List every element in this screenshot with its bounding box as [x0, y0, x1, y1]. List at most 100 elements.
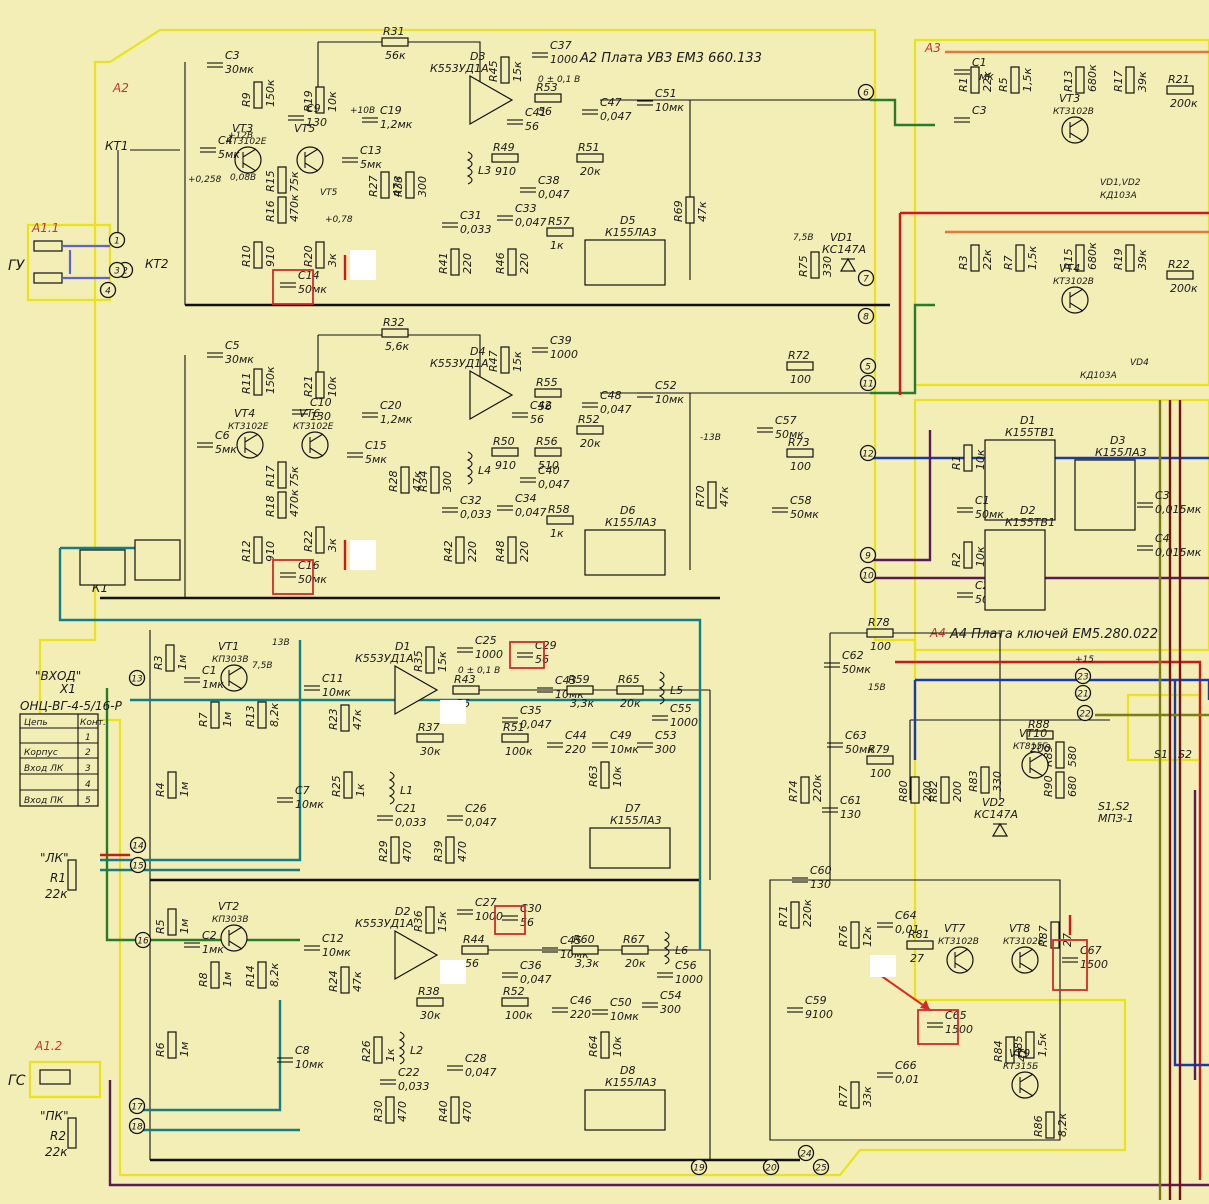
label-r36: R36	[412, 910, 425, 932]
label-r20: R20	[302, 245, 315, 267]
label-r52: R52	[578, 413, 600, 426]
label-r41: R41	[437, 252, 450, 274]
label-c58v: 50мк	[790, 508, 819, 521]
svg-text:1: 1	[85, 733, 91, 743]
label-vt5: VТ5	[294, 122, 315, 135]
label-a4_r1v: 10к	[974, 449, 987, 470]
board-a2-ref: A2	[112, 81, 129, 95]
label-c40v: 0,047	[538, 478, 570, 491]
label-c3: С3	[225, 49, 240, 62]
label-r58: R58	[548, 503, 570, 516]
label-c59v: 9100	[805, 1008, 833, 1021]
label-c19: С19	[380, 104, 402, 117]
label-a4_c1: С1	[975, 494, 990, 507]
wire-kt1	[117, 149, 180, 240]
label-c53v: 300	[655, 743, 676, 756]
label-c42: С42	[530, 399, 552, 412]
label-c64: С64	[895, 909, 917, 922]
a11-blue-leads	[62, 244, 110, 280]
label-c49: С49	[610, 729, 632, 742]
label-r72: R72	[788, 349, 810, 362]
label-r12: R12	[240, 540, 253, 562]
label-r41v: 220	[461, 253, 474, 274]
label-r40v: 470	[461, 1101, 474, 1122]
label-c44v: 220	[565, 743, 586, 756]
label-a3_r15: R15	[1062, 248, 1075, 270]
label-r13v: 8,2к	[268, 703, 281, 727]
svg-text:2: 2	[85, 748, 91, 758]
label-c31: С31	[460, 209, 482, 222]
label-c49v: 10мк	[610, 743, 639, 756]
label-r24v: 47к	[351, 971, 364, 992]
label-d5: D5	[620, 214, 635, 227]
label-c11v: 10мк	[322, 686, 351, 699]
label-c25: С25	[475, 634, 497, 647]
label-r79: R79	[868, 743, 890, 756]
node-21: 21	[1074, 684, 1092, 702]
label-r29: R29	[377, 840, 390, 862]
label-r28: R28	[387, 470, 400, 492]
label-v025: +0,258	[188, 175, 222, 185]
label-a3_r21v: 200к	[1170, 97, 1198, 110]
label-r33: R33	[392, 175, 405, 197]
label-c26v: 0,047	[465, 816, 497, 829]
svg-text:Вход ЛК: Вход ЛК	[24, 764, 64, 774]
label-vt8: VТ8	[1009, 922, 1030, 935]
label-c41v: 56	[525, 120, 539, 133]
label-r36v: 15к	[436, 911, 449, 932]
label-r21v: 10к	[326, 376, 339, 397]
a12-jack	[39, 1069, 71, 1085]
label-c3: С3	[972, 104, 987, 117]
label-r29v: 470	[401, 841, 414, 862]
x1-table: Цепь Конт. 1 Корпус 2 Вход ЛК 3 4 Вход П…	[19, 713, 106, 807]
wire-olive-harness	[1095, 400, 1209, 1200]
label-r84: R84	[992, 1040, 1005, 1062]
label-a4_r2v: 10к	[974, 546, 987, 567]
label-c42v: 56	[530, 413, 544, 426]
label-c33: С33	[515, 202, 537, 215]
label-r25v: 1к	[354, 783, 367, 797]
label-r90: R90	[1042, 775, 1055, 797]
label-c1: С1	[972, 56, 987, 69]
label-c64v: 0,01	[895, 923, 920, 936]
label-r18: R18	[264, 495, 277, 517]
resistor-r41: R41 220	[437, 248, 474, 276]
label-d2t: К553УД1А	[355, 917, 414, 930]
inductor-l6: L6	[663, 931, 688, 965]
label-r82: R82	[927, 780, 940, 802]
label-r37: R37	[418, 721, 440, 734]
label-r70: R70	[694, 485, 707, 507]
label-a3_r13v: 680к	[1086, 64, 1099, 92]
label-c1: С1	[202, 664, 217, 677]
label-r73v: 100	[790, 460, 811, 473]
